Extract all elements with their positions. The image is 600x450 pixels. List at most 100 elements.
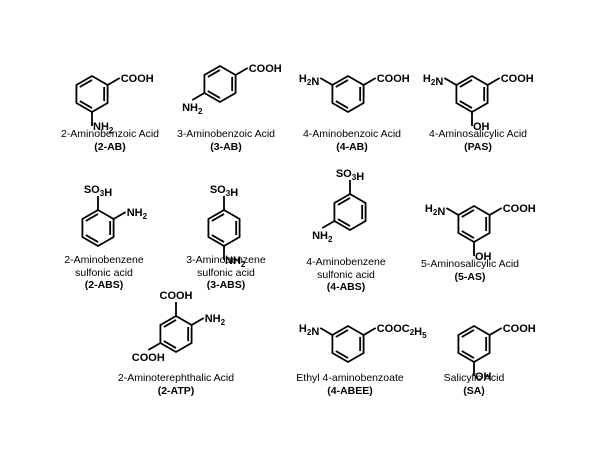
substituent-label: COOH [503,323,536,335]
benzene-ring [75,74,109,114]
compound-abbreviation: (PAS) [464,140,492,153]
double-bond [335,79,349,88]
substituent-label: OH [475,251,492,263]
compound-name: 4-Aminobenzene [306,256,386,268]
compound-abbreviation: (2-AB) [94,140,126,153]
compound-name: 4-Aminobenzoic Acid [302,128,402,140]
substituent-label: COOH [160,290,193,302]
compound-abbreviation: (2-ABS) [84,279,124,291]
compound-name-line2: sulfonic acid [197,266,255,279]
substituent-label: COOH [121,73,154,85]
double-bond [461,209,475,218]
compound-name: 3-Aminobenzene [186,254,266,266]
double-bond [335,100,349,109]
compound-abbreviation: (4-ABEE) [327,384,373,397]
compound-name: 2-Aminobenzoic Acid [60,128,160,140]
substituent-bond [489,207,503,216]
compound-structure: COOC2H5 H2N [299,323,427,364]
double-bond [335,350,349,359]
substituent-label: NH2 [93,121,114,135]
substituent-bond [147,342,161,351]
compound-caption: 5-Aminosalicylic Acid(5-AS) [421,258,519,283]
double-bond [337,218,351,227]
benzene-ring [207,208,241,248]
double-bond [461,329,475,338]
compound-caption: 4-Aminosalicylic Acid(PAS) [429,128,527,153]
compound-abbreviation: (3-AB) [210,140,242,153]
double-bond [211,234,225,243]
compound-caption: 4-Aminobenzoic Acid(4-AB) [303,128,401,153]
compound-name: 5-Aminosalicylic Acid [420,258,520,270]
compound-caption: 2-Aminoterephthalic Acid(2-ATP) [118,372,234,397]
double-bond [461,350,475,359]
compound-structure: SO3H NH2 [312,168,367,244]
double-bond [207,69,221,78]
substituent-bond [319,327,333,336]
substituent-label: COOH [377,73,410,85]
double-bond [163,319,177,328]
benzene-ring [331,324,365,364]
double-bond [337,197,351,206]
substituent-bond [489,327,503,336]
substituent-label: H2N [299,323,319,338]
double-bond [459,100,473,109]
compound-abbreviation: (3-ABS) [206,279,246,291]
compound-structure: COOH OH [457,323,536,383]
compound-caption: 3-Aminobenzoic Acid(3-AB) [177,128,275,153]
compound-structure: COOH H2N [299,73,410,114]
substituent-bond [191,92,205,101]
substituent-bond [487,77,501,86]
compound-name: 4-Aminosalicylic Acid [428,128,528,140]
substituent-label: H2N [425,203,445,218]
substituent-label: OH [475,371,492,383]
substituent-label: COOH [501,73,534,85]
substituent-label: COOH [132,352,165,364]
substituent-label: NH2 [312,230,333,244]
double-bond [211,213,225,222]
substituent-bond [113,211,127,220]
compound-name: 2-Aminoterephthalic Acid [117,372,235,384]
benzene-ring [81,208,115,248]
benzene-ring [333,192,367,232]
compound-abbreviation: (2-ATP) [157,384,195,397]
compound-caption: Salicylic Acid(SA) [444,372,505,397]
benzene-ring [203,64,237,104]
compound-abbreviation: (4-AB) [336,140,368,153]
compound-caption: Ethyl 4-aminobenzoate(4-ABEE) [296,372,403,397]
compound-structure: H2N COOH OH [425,203,536,263]
compound-abbreviation: (5-AS) [454,270,486,283]
compound-name: Salicylic Acid [443,372,505,384]
substituent-label: H2N [423,73,443,88]
substituent-bond [107,77,121,86]
substituent-label: OH [473,121,490,133]
compound-structure: COOH H2N OH [423,73,534,133]
compound-name: 3-Aminobenzoic Acid [176,128,276,140]
substituent-label: NH2 [127,207,148,221]
substituent-label: SO3H [336,168,364,183]
substituent-bond [363,77,377,86]
benzene-ring [455,74,489,114]
substituent-bond [321,220,335,229]
benzene-ring [457,324,491,364]
double-bond [335,329,349,338]
substituent-label: H2N [299,73,319,88]
double-bond [207,90,221,99]
compound-name-line2: sulfonic acid [317,268,375,281]
double-bond [85,234,99,243]
double-bond [459,79,473,88]
compound-caption: 2-Aminobenzoic Acid(2-AB) [61,128,159,153]
substituent-label: SO3H [210,184,238,199]
double-bond [163,340,177,349]
compound-name: Ethyl 4-aminobenzoate [296,372,404,384]
benzene-ring [331,74,365,114]
substituent-label: COOH [503,203,536,215]
substituent-bond [191,317,205,326]
substituent-bond [443,77,457,86]
substituent-label: COOC2H5 [377,323,427,340]
